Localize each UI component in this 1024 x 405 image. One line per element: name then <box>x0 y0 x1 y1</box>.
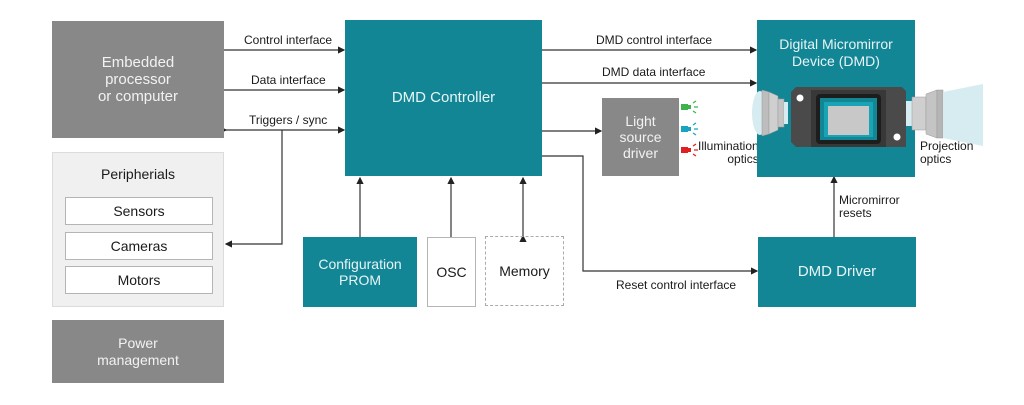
dmd-control-interface-label: DMD control interface <box>596 33 713 47</box>
embedded-processor-block: Embedded processor or computer <box>52 21 224 138</box>
peripherals-title: Peripherials <box>101 166 175 182</box>
illumination-optics-label: Illumination optics <box>698 139 759 167</box>
dmd-chip-icon <box>791 87 906 147</box>
dmd-title: Digital Micromirror Device (DMD) <box>779 36 893 69</box>
green-led-icon <box>681 100 698 114</box>
cameras-block: Cameras <box>65 232 213 260</box>
illumination-lens-icon <box>752 89 788 137</box>
configuration-prom-block: Configuration PROM <box>303 237 417 307</box>
blue-led-icon <box>681 122 698 136</box>
control-interface-label: Control interface <box>244 33 333 47</box>
light-source-driver-block: Light source driver <box>602 98 679 176</box>
projection-optics-label: Projection optics <box>920 139 974 167</box>
dmd-chip-illustration <box>752 84 983 147</box>
dmd-driver-block: DMD Driver <box>758 237 916 307</box>
motors-block: Motors <box>65 266 213 294</box>
triggers-sync-label: Triggers / sync <box>249 113 328 127</box>
dmd-controller-block: DMD Controller <box>345 20 542 176</box>
projection-lens-icon <box>906 84 983 146</box>
dmd-data-interface-label: DMD data interface <box>602 65 706 79</box>
triggers-to-peripherals-arrow <box>224 130 283 248</box>
osc-block: OSC <box>427 237 476 307</box>
red-led-icon <box>681 143 698 157</box>
sensors-block: Sensors <box>65 197 213 225</box>
reset-control-interface-arrow <box>542 155 759 275</box>
memory-block: Memory <box>485 236 564 306</box>
led-icons <box>681 100 698 157</box>
micromirror-resets-label: Micromirror resets <box>839 193 900 221</box>
power-management-block: Power management <box>52 320 224 383</box>
reset-control-interface-label: Reset control interface <box>616 278 737 292</box>
data-interface-label: Data interface <box>251 73 326 87</box>
peripherals-group: Peripherials Sensors Cameras Motors <box>52 152 224 307</box>
